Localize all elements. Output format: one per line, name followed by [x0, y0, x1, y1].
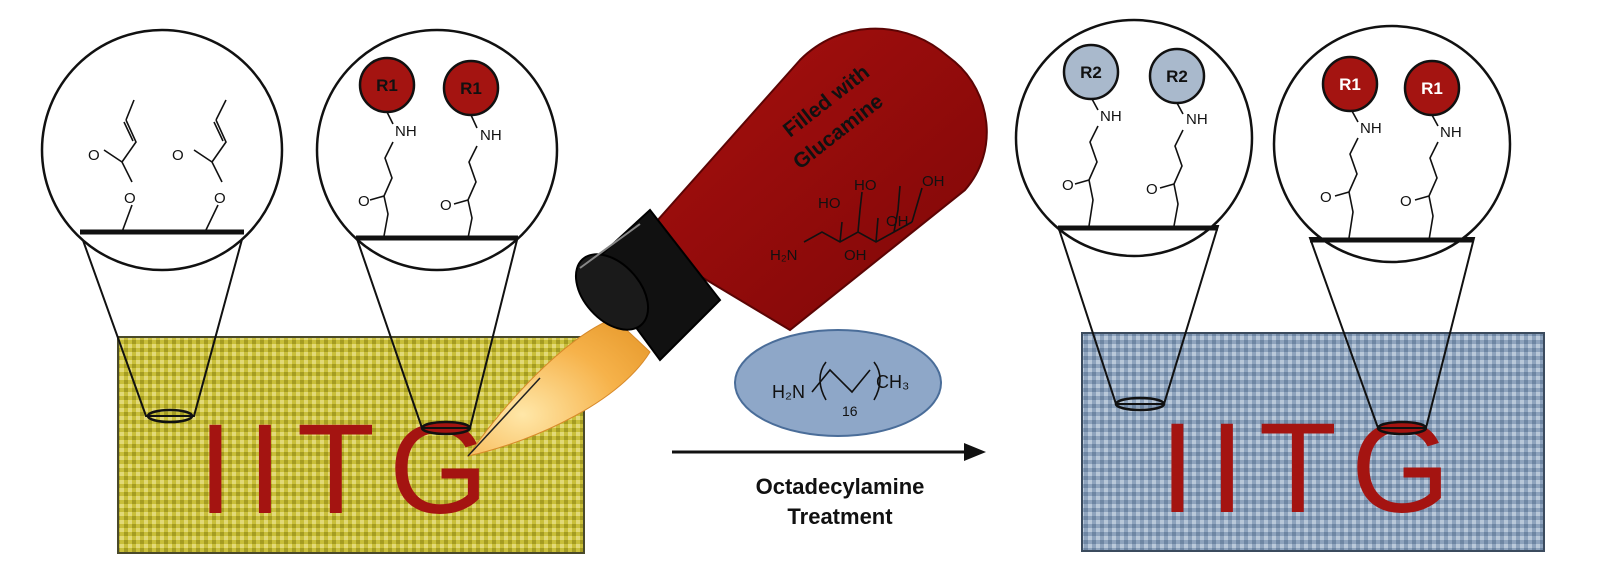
bead-r1 [1321, 55, 1379, 113]
formula-amine: H₂N [772, 382, 805, 402]
glucamine-oh-3: OH [844, 247, 867, 264]
bead-r1-label: R1 [1421, 79, 1443, 98]
nh-label: NH [1360, 120, 1382, 137]
zoom-circle-r2: R2 R2 NH O NH O [1014, 18, 1254, 405]
nh-label: NH [395, 123, 417, 140]
zoom-circle-r1-right: R1 R1 NH O NH O [1272, 24, 1512, 429]
acrylate-carbonyl-2: O [172, 147, 184, 164]
carbonyl-o-label: O [1400, 193, 1412, 210]
glucamine-oh-2: OH [886, 213, 909, 230]
carbonyl-o-label: O [1062, 177, 1074, 194]
treatment-label-line2: Treatment [787, 504, 893, 529]
bead-r2-label: R2 [1166, 67, 1188, 86]
right-substrate-letters: IITG [1160, 397, 1465, 540]
glucamine-bottle: Filled with Glucamine HO OH HO OH OH H₂N [574, 27, 988, 362]
reaction-arrow [672, 443, 986, 461]
carbonyl-o-label: O [358, 193, 370, 210]
glucamine-ho-2: HO [818, 195, 841, 212]
glucamine-ho-1: HO [854, 177, 877, 194]
octadecylamine-reagent: H₂N 16 CH₃ [734, 329, 942, 437]
carbonyl-o-label: O [440, 197, 452, 214]
left-substrate-letters: IITG [198, 398, 503, 541]
bead-r1-label: R1 [460, 79, 482, 98]
carbonyl-o-label: O [1320, 189, 1332, 206]
treatment-label-line1: Octadecylamine [756, 474, 925, 499]
nh-label: NH [480, 127, 502, 144]
bead-r2 [1062, 43, 1120, 101]
carbonyl-o-label: O [1146, 181, 1158, 198]
glucamine-oh-1: OH [922, 173, 945, 190]
bead-r1-label: R1 [376, 76, 398, 95]
zoom-circle-acrylate: O O O O [40, 28, 284, 417]
formula-methyl: CH₃ [876, 372, 909, 392]
bead-r2-label: R2 [1080, 63, 1102, 82]
formula-repeat-count: 16 [842, 403, 858, 419]
acrylate-o-1: O [124, 190, 136, 207]
bead-r1-label: R1 [1339, 75, 1361, 94]
left-substrate: IITG [117, 336, 585, 554]
zoom-circle-r1-left: R1 R1 NH O NH O [315, 28, 559, 429]
right-substrate: IITG [1081, 332, 1545, 552]
acrylate-carbonyl-1: O [88, 147, 100, 164]
nh-label: NH [1100, 108, 1122, 125]
pen-flame [466, 317, 651, 457]
nh-label: NH [1186, 111, 1208, 128]
glucamine-amine: H₂N [770, 247, 798, 264]
nh-label: NH [1440, 124, 1462, 141]
acrylate-o-2: O [214, 190, 226, 207]
